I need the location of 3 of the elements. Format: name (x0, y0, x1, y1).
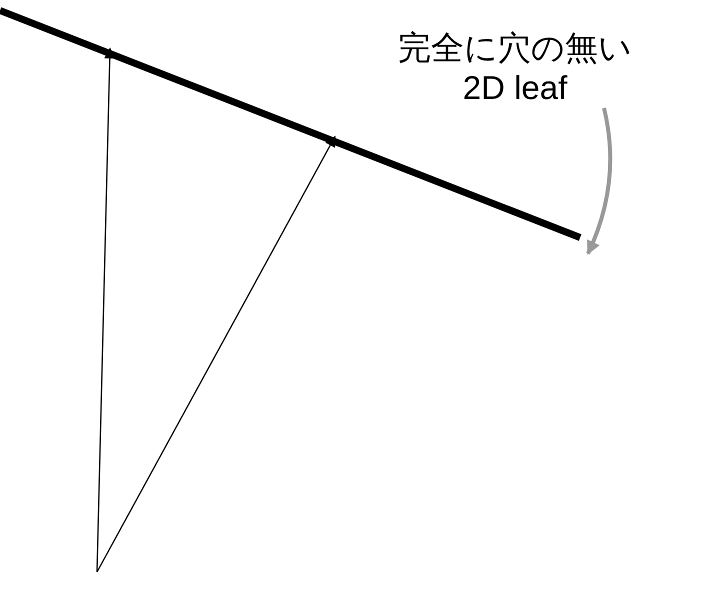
annotation-text: 完全に穴の無い 2D leaf (380, 28, 650, 108)
arrow (96, 136, 336, 572)
leader-arrow (586, 108, 612, 255)
